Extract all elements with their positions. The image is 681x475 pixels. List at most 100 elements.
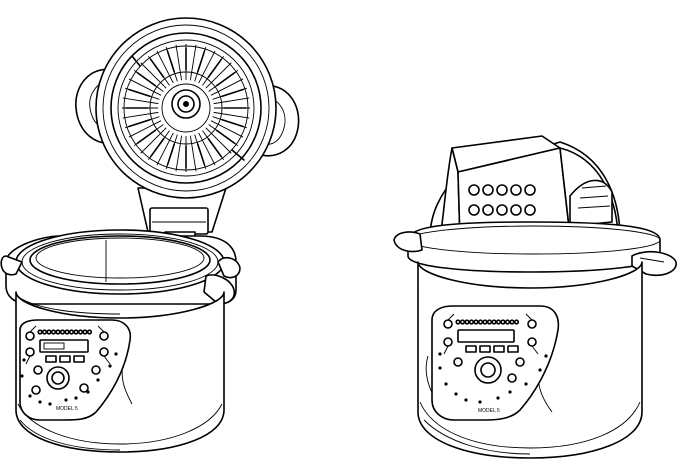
lid-ring [393, 221, 677, 277]
indicator-dot [64, 329, 70, 335]
dome-button [524, 184, 536, 196]
grille-rib [166, 50, 176, 73]
grille-rib [136, 129, 157, 145]
grille-spoke [156, 132, 174, 166]
grille-spoke [140, 62, 167, 89]
grille-rib [196, 143, 206, 166]
grille-spoke [122, 111, 159, 119]
panel-dot [114, 352, 118, 356]
grille-spoke [210, 78, 244, 96]
panel-dot [438, 366, 442, 370]
panel-dot [64, 398, 68, 402]
grille-spoke [140, 127, 167, 154]
indicator-dot [86, 329, 93, 335]
dome-button [510, 204, 522, 216]
closed-cooker: MODEL 5 [393, 135, 677, 459]
open-cooker: MODEL 5 [0, 17, 300, 453]
indicator-dot [459, 319, 466, 325]
indicator-dot [486, 319, 493, 325]
panel-dot [444, 382, 448, 386]
grille-spoke [213, 111, 250, 119]
grille-spoke [210, 120, 244, 138]
panel-dot [74, 396, 78, 400]
indicator-dot [41, 329, 48, 335]
panel-dot [464, 398, 468, 402]
panel-dots [438, 352, 548, 404]
dome-button [482, 204, 494, 216]
dome-button [482, 184, 494, 196]
grille-rib [215, 71, 236, 87]
heating-grille [122, 44, 250, 172]
dome-button [468, 204, 480, 216]
side-buttons [443, 313, 539, 383]
panel-dot [20, 374, 24, 378]
open-pot-rim [0, 229, 241, 305]
panel-dot [108, 364, 112, 368]
model-label-left: MODEL 5 [56, 406, 78, 412]
grille-rib [128, 118, 151, 128]
indicator-dot [82, 329, 88, 335]
grille-rib [128, 88, 151, 98]
handle-left [393, 231, 423, 253]
indicator-dot [55, 329, 61, 335]
panel-dot [438, 352, 442, 356]
panel-dot [38, 400, 42, 404]
panel-dot [544, 354, 548, 358]
grille-rib [149, 58, 165, 79]
side-vent [569, 179, 613, 227]
grille-spoke [156, 50, 174, 84]
panel-dots [20, 352, 118, 406]
grille-spoke [189, 135, 197, 172]
panel-dot [524, 382, 528, 386]
panel-dot [86, 390, 90, 394]
dome-button [496, 204, 508, 216]
grille-rib [149, 137, 165, 158]
indicator-dot [509, 319, 515, 325]
indicator-dot [513, 319, 520, 325]
control-panel-left: MODEL 5 [19, 319, 132, 421]
dome-button [468, 184, 480, 196]
panel-dot [508, 390, 512, 394]
lid-hinge [137, 187, 227, 245]
dome-button [496, 184, 508, 196]
panel-dot [496, 396, 500, 400]
dome-button [510, 184, 522, 196]
grille-spoke [189, 44, 197, 81]
grille-spoke [198, 132, 216, 166]
control-panel-right: MODEL 5 [431, 305, 560, 421]
panel-dot [96, 378, 100, 382]
grille-rib [215, 129, 236, 145]
air-fryer-lid [95, 17, 277, 199]
grille-spoke [175, 44, 183, 81]
indicator-lights [455, 319, 520, 325]
grille-rib [166, 143, 176, 166]
indicator-dot [59, 329, 66, 335]
grille-spoke [213, 97, 250, 105]
grille-rib [221, 118, 244, 128]
indicator-dot [77, 329, 84, 335]
lcd-display [457, 329, 515, 343]
panel-dot [48, 402, 52, 406]
indicator-dot [473, 319, 479, 325]
grille-spoke [198, 50, 216, 84]
grille-rib [136, 71, 157, 87]
grille-rib [196, 50, 206, 73]
panel-dot [478, 400, 482, 404]
grille-spoke [128, 78, 162, 96]
indicator-dot [500, 319, 506, 325]
grille-spoke [175, 135, 183, 172]
panel-dot [22, 358, 26, 362]
indicator-dot [477, 319, 484, 325]
indicator-dot [495, 319, 502, 325]
indicator-dot [468, 319, 475, 325]
grille-rib [207, 137, 223, 158]
indicator-dot [46, 329, 52, 335]
pot-handle-left [0, 255, 23, 276]
indicator-dot [37, 329, 43, 335]
indicator-lights [37, 329, 93, 335]
model-label-right: MODEL 5 [478, 408, 500, 414]
indicator-dot [68, 329, 75, 335]
grille-spoke [128, 120, 162, 138]
function-key-row [465, 345, 519, 353]
